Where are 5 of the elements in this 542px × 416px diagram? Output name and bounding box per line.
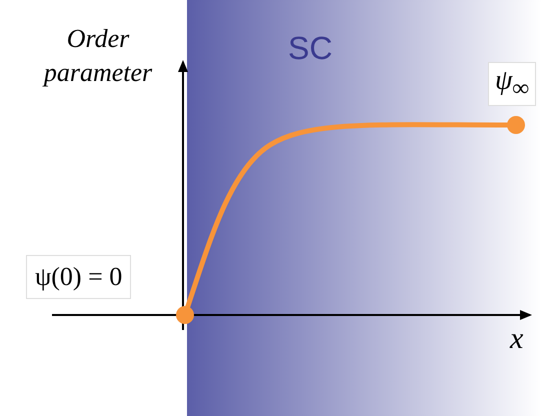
math-label: ψ$_{∞}$ bbox=[488, 62, 536, 106]
axis-label: x bbox=[510, 322, 524, 356]
axis-title: Order parameter bbox=[41, 23, 154, 89]
region-label: SC bbox=[288, 30, 332, 67]
math-label: ψ(0) = 0 bbox=[26, 255, 132, 299]
